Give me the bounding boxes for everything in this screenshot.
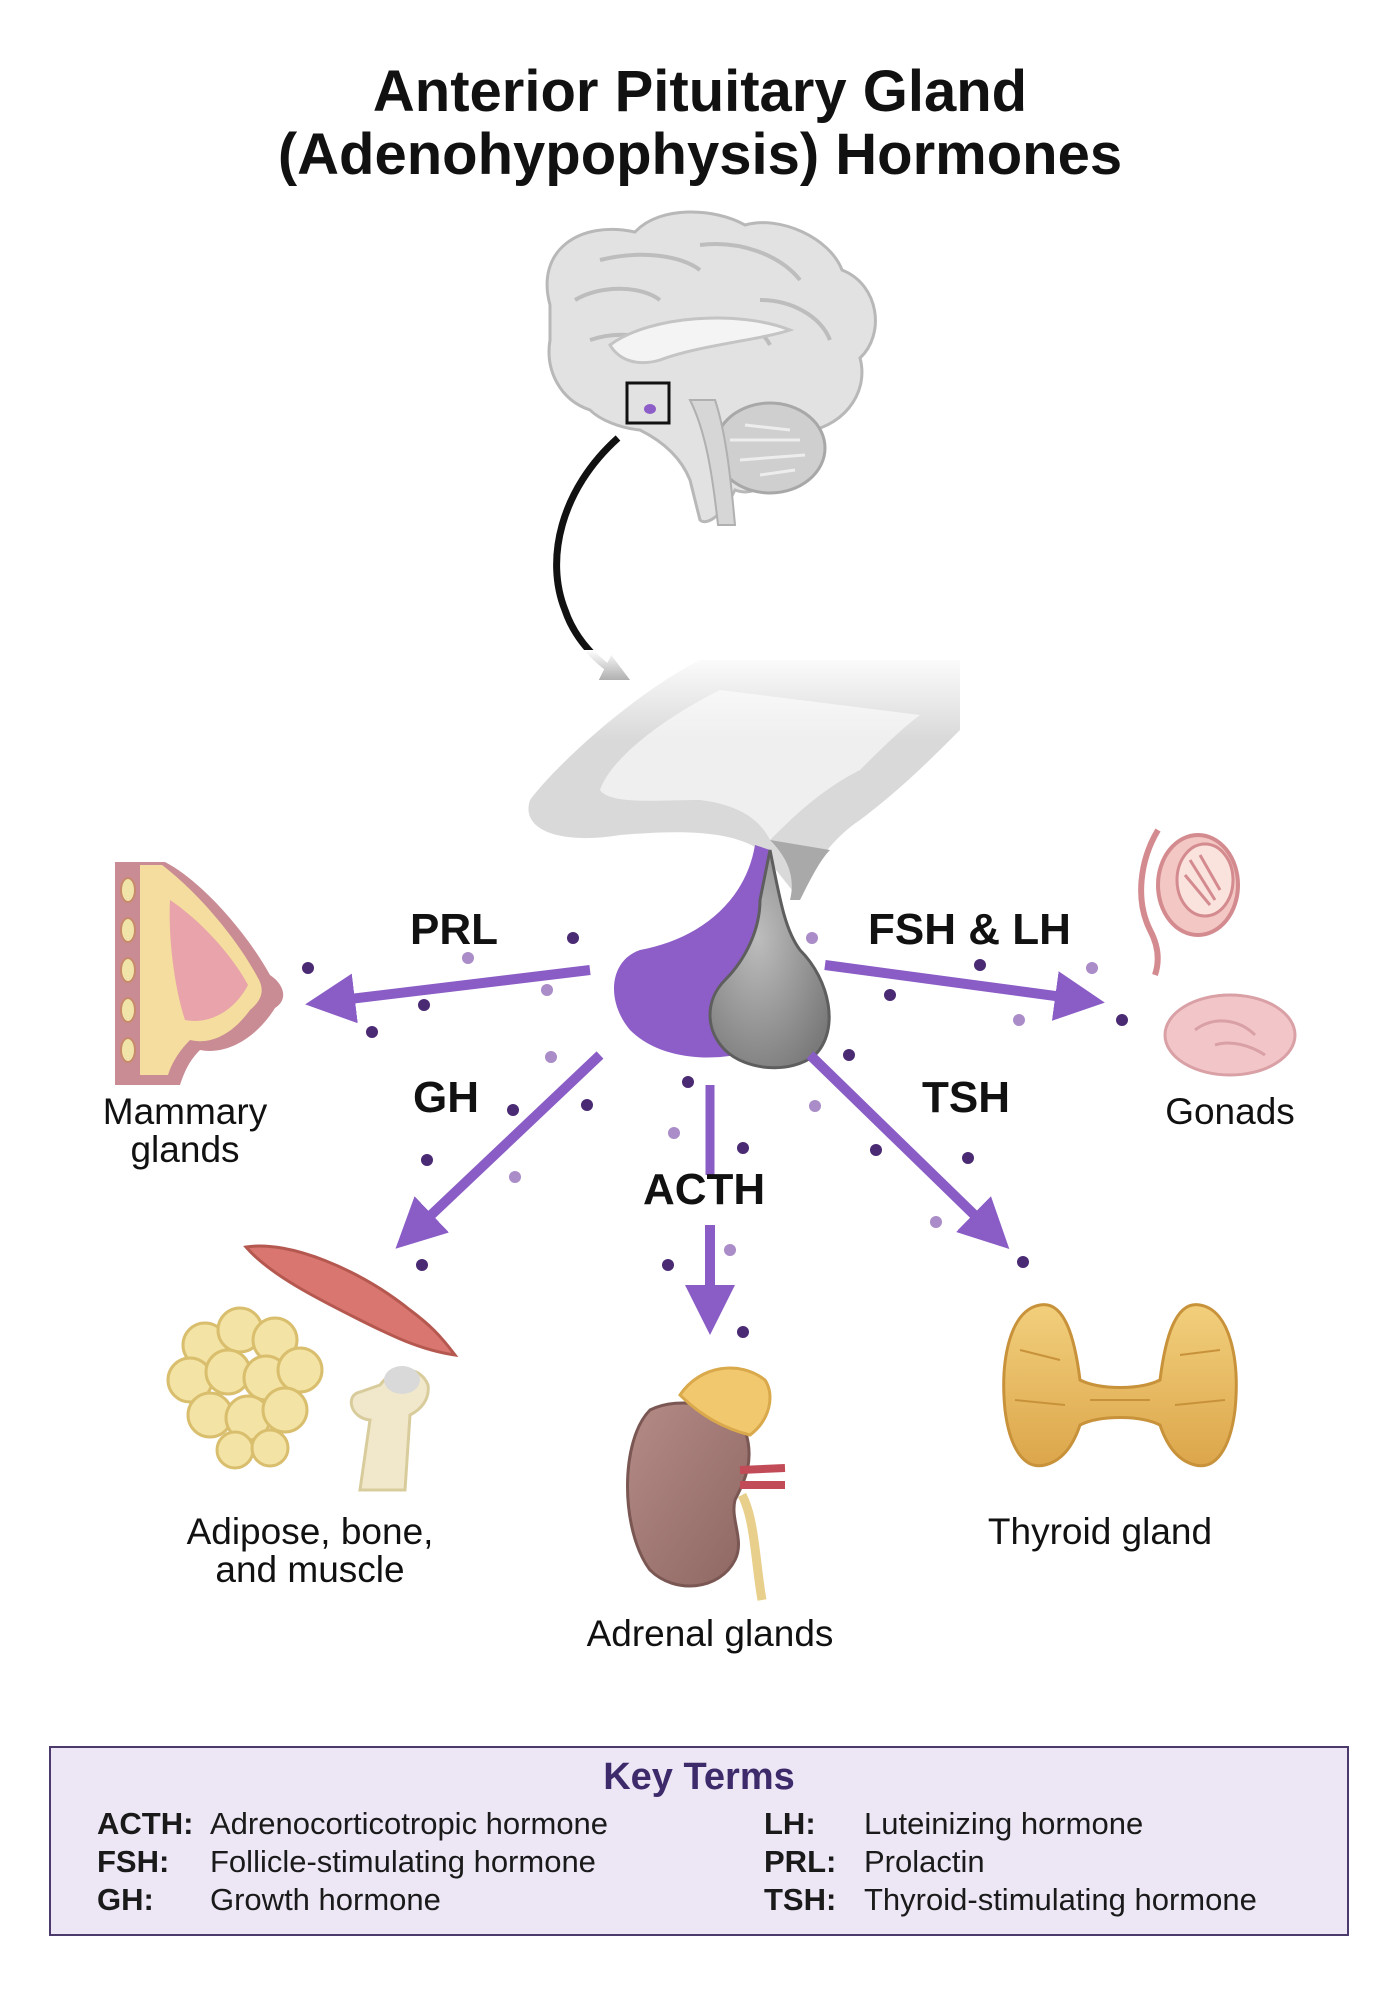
key-term-definition: Adrenocorticotropic hormone: [210, 1806, 609, 1841]
key-term-definition: Thyroid-stimulating hormone: [864, 1882, 1257, 1917]
target-adipose-bone-muscle: Adipose, bone, and muscle: [170, 1513, 450, 1589]
fsh-lh-arrow: [824, 960, 1105, 1021]
title-line-1: Anterior Pituitary Gland: [372, 59, 1028, 124]
tsh-arrow: [806, 1051, 1010, 1249]
key-term-row: GH: Growth hormone: [97, 1882, 441, 1918]
key-term-abbr: LH:: [764, 1806, 816, 1841]
key-term-abbr: TSH:: [764, 1882, 837, 1917]
key-term-definition: Growth hormone: [210, 1882, 441, 1917]
mammary-gland-illustration: [115, 862, 284, 1085]
target-gonads: Gonads: [1165, 1091, 1295, 1132]
key-term-row: LH: Luteinizing hormone: [764, 1806, 1143, 1842]
label-prl: PRL: [410, 905, 498, 954]
key-term-row: PRL: Prolactin: [764, 1844, 985, 1880]
key-term-row: TSH: Thyroid-stimulating hormone: [764, 1882, 1257, 1918]
key-term-abbr: FSH:: [97, 1844, 170, 1879]
gonads-illustration: [1138, 828, 1297, 1077]
target-thyroid-gland: Thyroid gland: [987, 1511, 1213, 1552]
target-adipose-line-1: Adipose, bone,: [186, 1511, 434, 1552]
key-terms-box: Key Terms ACTH: Adrenocorticotropic hormo…: [49, 1746, 1349, 1936]
hypothalamus-stalk-illustration: [520, 650, 980, 900]
target-adipose-line-2: and muscle: [215, 1549, 405, 1590]
key-term-abbr: PRL:: [764, 1844, 837, 1879]
hormone-arrows: [305, 960, 1105, 1335]
gh-arrow: [395, 1051, 604, 1249]
key-term-abbr: GH:: [97, 1882, 154, 1917]
thyroid-illustration: [1002, 1303, 1238, 1468]
pituitary-highlight-box: [625, 381, 671, 425]
key-term-row: FSH: Follicle-stimulating hormone: [97, 1844, 596, 1880]
label-gh: GH: [413, 1073, 479, 1122]
key-terms-title: Key Terms: [603, 1756, 795, 1798]
key-term-definition: Follicle-stimulating hormone: [210, 1844, 596, 1879]
label-acth: ACTH: [643, 1165, 766, 1214]
key-term-abbr: ACTH:: [97, 1806, 194, 1841]
target-mammary-line-2: glands: [130, 1129, 240, 1170]
target-mammary-line-1: Mammary: [102, 1091, 268, 1132]
target-adrenal-glands: Adrenal glands: [586, 1613, 834, 1654]
label-fsh-lh: FSH & LH: [868, 905, 1071, 954]
zoom-arrow: [553, 435, 631, 681]
target-mammary-glands: Mammary glands: [80, 1093, 290, 1169]
label-tsh: TSH: [922, 1073, 1010, 1122]
diagram-title: Anterior Pituitary Gland (Adenohypophysi…: [0, 60, 1400, 186]
hormone-particles: [302, 932, 1128, 1338]
prl-arrow: [305, 965, 591, 1024]
brain-illustration: [545, 210, 877, 526]
adrenal-kidney-illustration: [626, 1366, 786, 1601]
key-term-row: ACTH: Adrenocorticotropic hormone: [97, 1806, 608, 1842]
title-line-2: (Adenohypophysis) Hormones: [277, 122, 1123, 187]
pituitary-gland: [613, 845, 831, 1070]
key-term-definition: Luteinizing hormone: [864, 1806, 1144, 1841]
key-term-definition: Prolactin: [864, 1844, 985, 1879]
adipose-bone-muscle-illustration: [166, 1244, 459, 1492]
